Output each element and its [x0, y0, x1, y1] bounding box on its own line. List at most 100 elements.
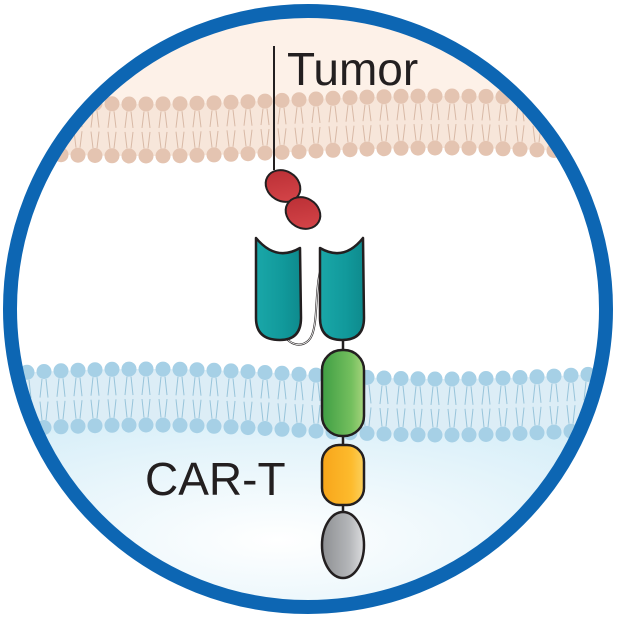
- lipid-tails: [22, 108, 32, 147]
- lipid-head: [478, 88, 494, 104]
- lipid-head: [15, 421, 18, 437]
- lipid-head: [121, 361, 137, 377]
- lipid-head: [121, 96, 137, 112]
- lipid-head: [563, 91, 579, 107]
- lipid-head: [257, 145, 273, 161]
- lipid-head: [529, 142, 545, 158]
- lipid-tails: [311, 106, 321, 144]
- lipid-head: [274, 144, 290, 160]
- lipid-head: [70, 418, 86, 434]
- lipid-head: [529, 425, 545, 441]
- lipid-tails: [158, 376, 168, 418]
- lipid-head: [189, 147, 205, 163]
- lipid-head: [427, 140, 443, 156]
- lipid-tails: [515, 104, 525, 142]
- lipid-head: [19, 146, 35, 161]
- lipid-tails: [243, 109, 253, 147]
- lipid-tails: [464, 103, 474, 141]
- lipid-head: [206, 418, 222, 434]
- lipid-head: [172, 96, 188, 112]
- lipid-head: [138, 148, 154, 164]
- lipid-head: [15, 145, 18, 161]
- lipid-head: [597, 422, 601, 437]
- lipid-tails: [481, 103, 491, 141]
- lipid-head: [206, 147, 222, 163]
- lipid-head: [104, 417, 120, 433]
- lipid-head: [240, 364, 256, 380]
- lipid-tails: [175, 111, 185, 149]
- lipid-head: [546, 424, 562, 440]
- lipid-head: [138, 417, 154, 433]
- lipid-head: [257, 93, 273, 109]
- lipid-tails: [379, 385, 389, 427]
- lipid-tails: [566, 382, 576, 424]
- lipid-head: [427, 427, 443, 443]
- lipid-head: [342, 90, 358, 106]
- lipid-head: [393, 88, 409, 104]
- lipid-head: [257, 365, 273, 380]
- lipid-tails: [447, 103, 457, 141]
- lipid-tails: [294, 381, 304, 423]
- lipid-head: [155, 96, 171, 112]
- lipid-head: [291, 422, 307, 438]
- lipid-head: [189, 418, 205, 434]
- lipid-tails: [277, 380, 287, 422]
- lipid-head: [155, 417, 171, 433]
- cd3-zeta-domain: [320, 510, 366, 580]
- lipid-head: [70, 147, 86, 163]
- lipid-head: [376, 141, 392, 157]
- lipid-head: [240, 420, 256, 436]
- lipid-head: [308, 91, 324, 107]
- lipid-head: [274, 421, 290, 437]
- lipid-head: [121, 417, 137, 433]
- lipid-tails: [209, 377, 219, 419]
- lipid-head: [53, 419, 69, 435]
- lipid-head: [597, 93, 601, 109]
- lipid-head: [291, 144, 307, 160]
- lipid-tails: [362, 104, 372, 142]
- lipid-head: [342, 142, 358, 158]
- lipid-head: [189, 95, 205, 111]
- lipid-tails: [243, 379, 253, 421]
- lipid-tails: [260, 379, 270, 422]
- lipid-head: [155, 361, 171, 377]
- lipid-head: [19, 94, 35, 109]
- lipid-tails: [192, 110, 202, 148]
- lipid-tails: [498, 104, 508, 142]
- lipid-tails: [141, 376, 151, 418]
- lipid-tails: [192, 377, 202, 419]
- lipid-tails: [141, 111, 151, 149]
- lipid-tails: [277, 107, 287, 145]
- lipid-head: [87, 362, 103, 378]
- lipid-head: [308, 367, 324, 383]
- lipid-tails: [481, 385, 491, 428]
- lipid-tails: [311, 382, 321, 424]
- lipid-tails: [209, 110, 219, 148]
- lipid-head: [410, 371, 426, 387]
- lipid-head: [512, 426, 528, 441]
- lipid-head: [104, 361, 120, 377]
- lipid-head: [15, 93, 18, 109]
- lipid-head: [529, 369, 545, 385]
- tumor-label: Tumor: [287, 43, 418, 95]
- lipid-head: [172, 417, 188, 433]
- lipid-tails: [532, 384, 542, 426]
- lipid-head: [223, 94, 239, 110]
- lipid-head: [274, 365, 290, 381]
- lipid-head: [478, 140, 494, 156]
- lipid-head: [444, 88, 460, 104]
- lipid-head: [325, 142, 341, 158]
- lipid-head: [206, 362, 222, 378]
- lipid-head: [597, 145, 601, 161]
- lipid-head: [223, 146, 239, 162]
- lipid-head: [172, 361, 188, 377]
- lipid-tails: [175, 376, 185, 418]
- lipid-tails: [583, 107, 593, 145]
- costimulatory-domain: [320, 443, 366, 507]
- lipid-head: [87, 148, 103, 163]
- lipid-head: [53, 95, 69, 111]
- lipid-head: [376, 426, 392, 442]
- lipid-tails: [430, 386, 440, 428]
- lipid-head: [580, 92, 596, 108]
- lipid-head: [580, 144, 596, 160]
